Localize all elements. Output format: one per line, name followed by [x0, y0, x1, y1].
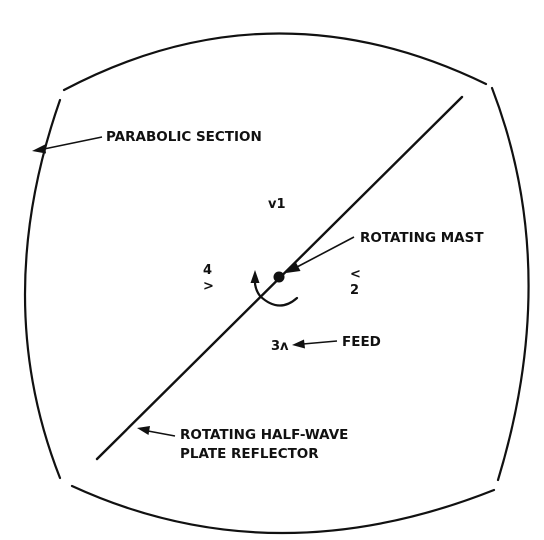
parabolic-leader-arrowhead-icon — [32, 144, 46, 154]
reflector-leader-arrowhead-icon — [137, 426, 150, 435]
parabolic-leader-line — [43, 136, 103, 150]
reflector-leader-line — [147, 430, 176, 437]
rotating-mast-label: ROTATING MAST — [360, 230, 484, 246]
feed-leader-arrowhead-icon — [292, 339, 305, 349]
reflector-label-line1: ROTATING HALF-WAVE — [180, 427, 348, 443]
mast-leader-arrowhead-icon — [286, 262, 301, 273]
feed-leader-line — [302, 340, 338, 345]
parabolic-section-label: PARABOLIC SECTION — [106, 129, 262, 145]
rotation-arrowhead-icon — [250, 270, 260, 283]
marker-top: v1 — [268, 197, 286, 212]
parabolic-arc-top — [62, 32, 488, 92]
parabolic-arc-bottom — [70, 484, 496, 535]
marker-left-number: 4 — [203, 263, 212, 278]
marker-left-symbol: > — [203, 279, 214, 294]
reflector-label-line2: PLATE REFLECTOR — [180, 446, 319, 462]
mast-leader-line — [296, 236, 355, 268]
marker-right-number: 2 — [350, 283, 359, 298]
parabolic-arc-right — [490, 86, 530, 482]
parabolic-arc-left — [23, 98, 62, 480]
marker-right-symbol: < — [350, 267, 361, 282]
feed-label: FEED — [342, 334, 381, 350]
rotating-mast-dot — [273, 271, 285, 283]
marker-bottom: 3ʌ — [271, 339, 289, 354]
rotation-arc — [253, 276, 299, 307]
